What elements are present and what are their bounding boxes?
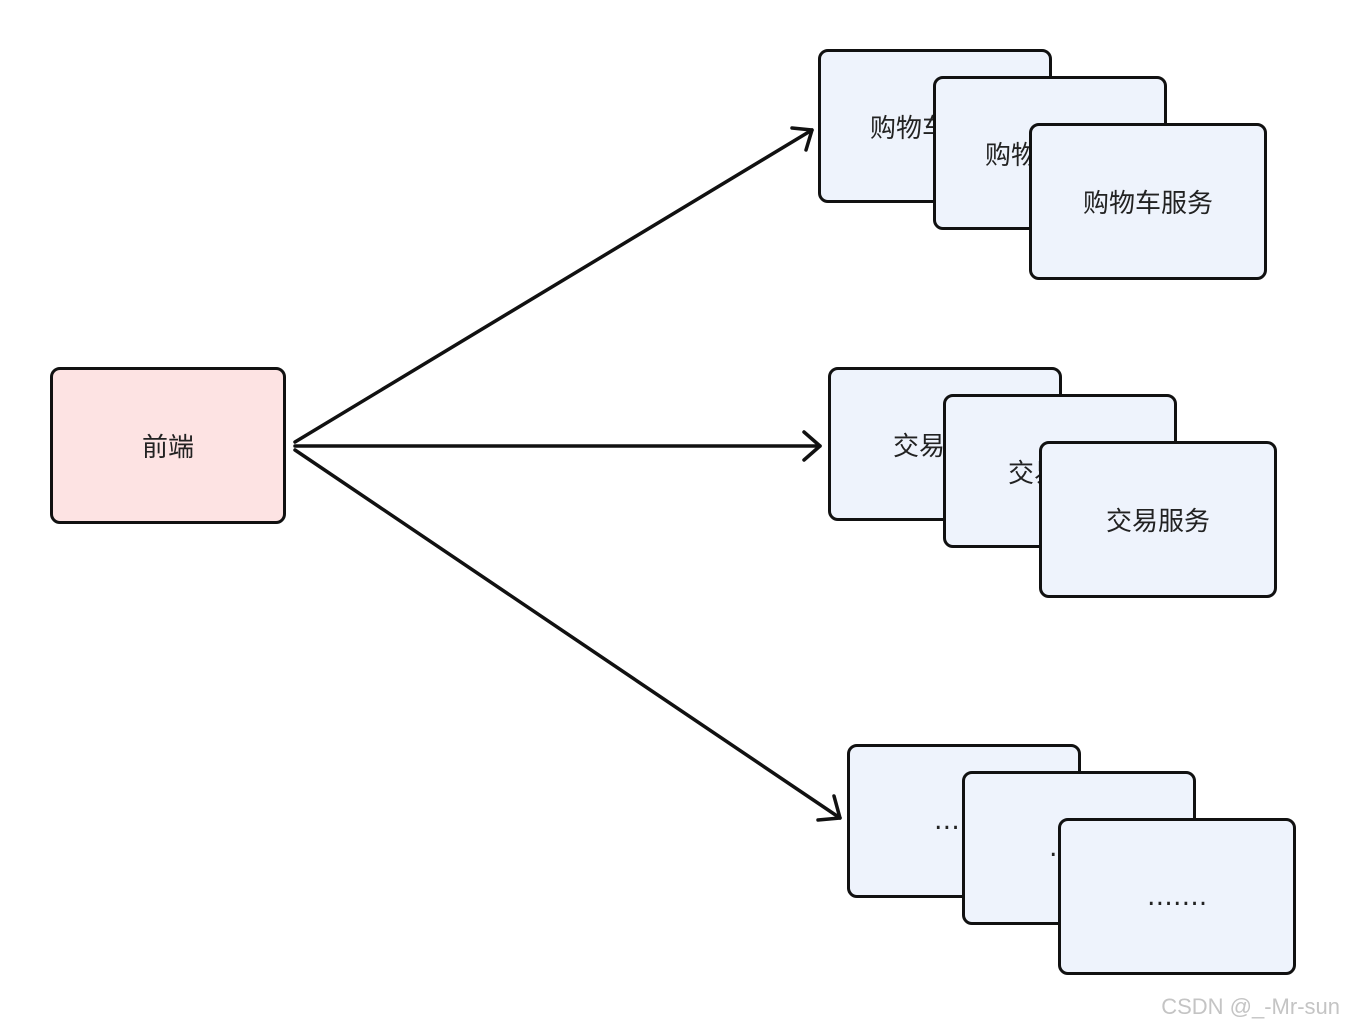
cart-service-box-front: 购物车服务 (1029, 123, 1267, 280)
trade-service-box-front: 交易服务 (1039, 441, 1277, 598)
arrow-to-more (293, 448, 842, 820)
cart-service-label: 购物车服务 (1082, 189, 1213, 219)
arrow-to-cart (293, 128, 814, 444)
arrowhead-more (816, 794, 842, 822)
frontend-label: 前端 (141, 433, 194, 463)
watermark: CSDN @_-Mr-sun (1161, 994, 1340, 1019)
arrowhead-cart (790, 126, 814, 152)
more-service-box-front: ……. (1058, 818, 1296, 975)
trade-service-label: 交易服务 (1105, 507, 1210, 537)
more-service-label: ……. (1146, 881, 1208, 912)
frontend-box: 前端 (50, 367, 286, 524)
arrowhead-trade (802, 430, 822, 462)
